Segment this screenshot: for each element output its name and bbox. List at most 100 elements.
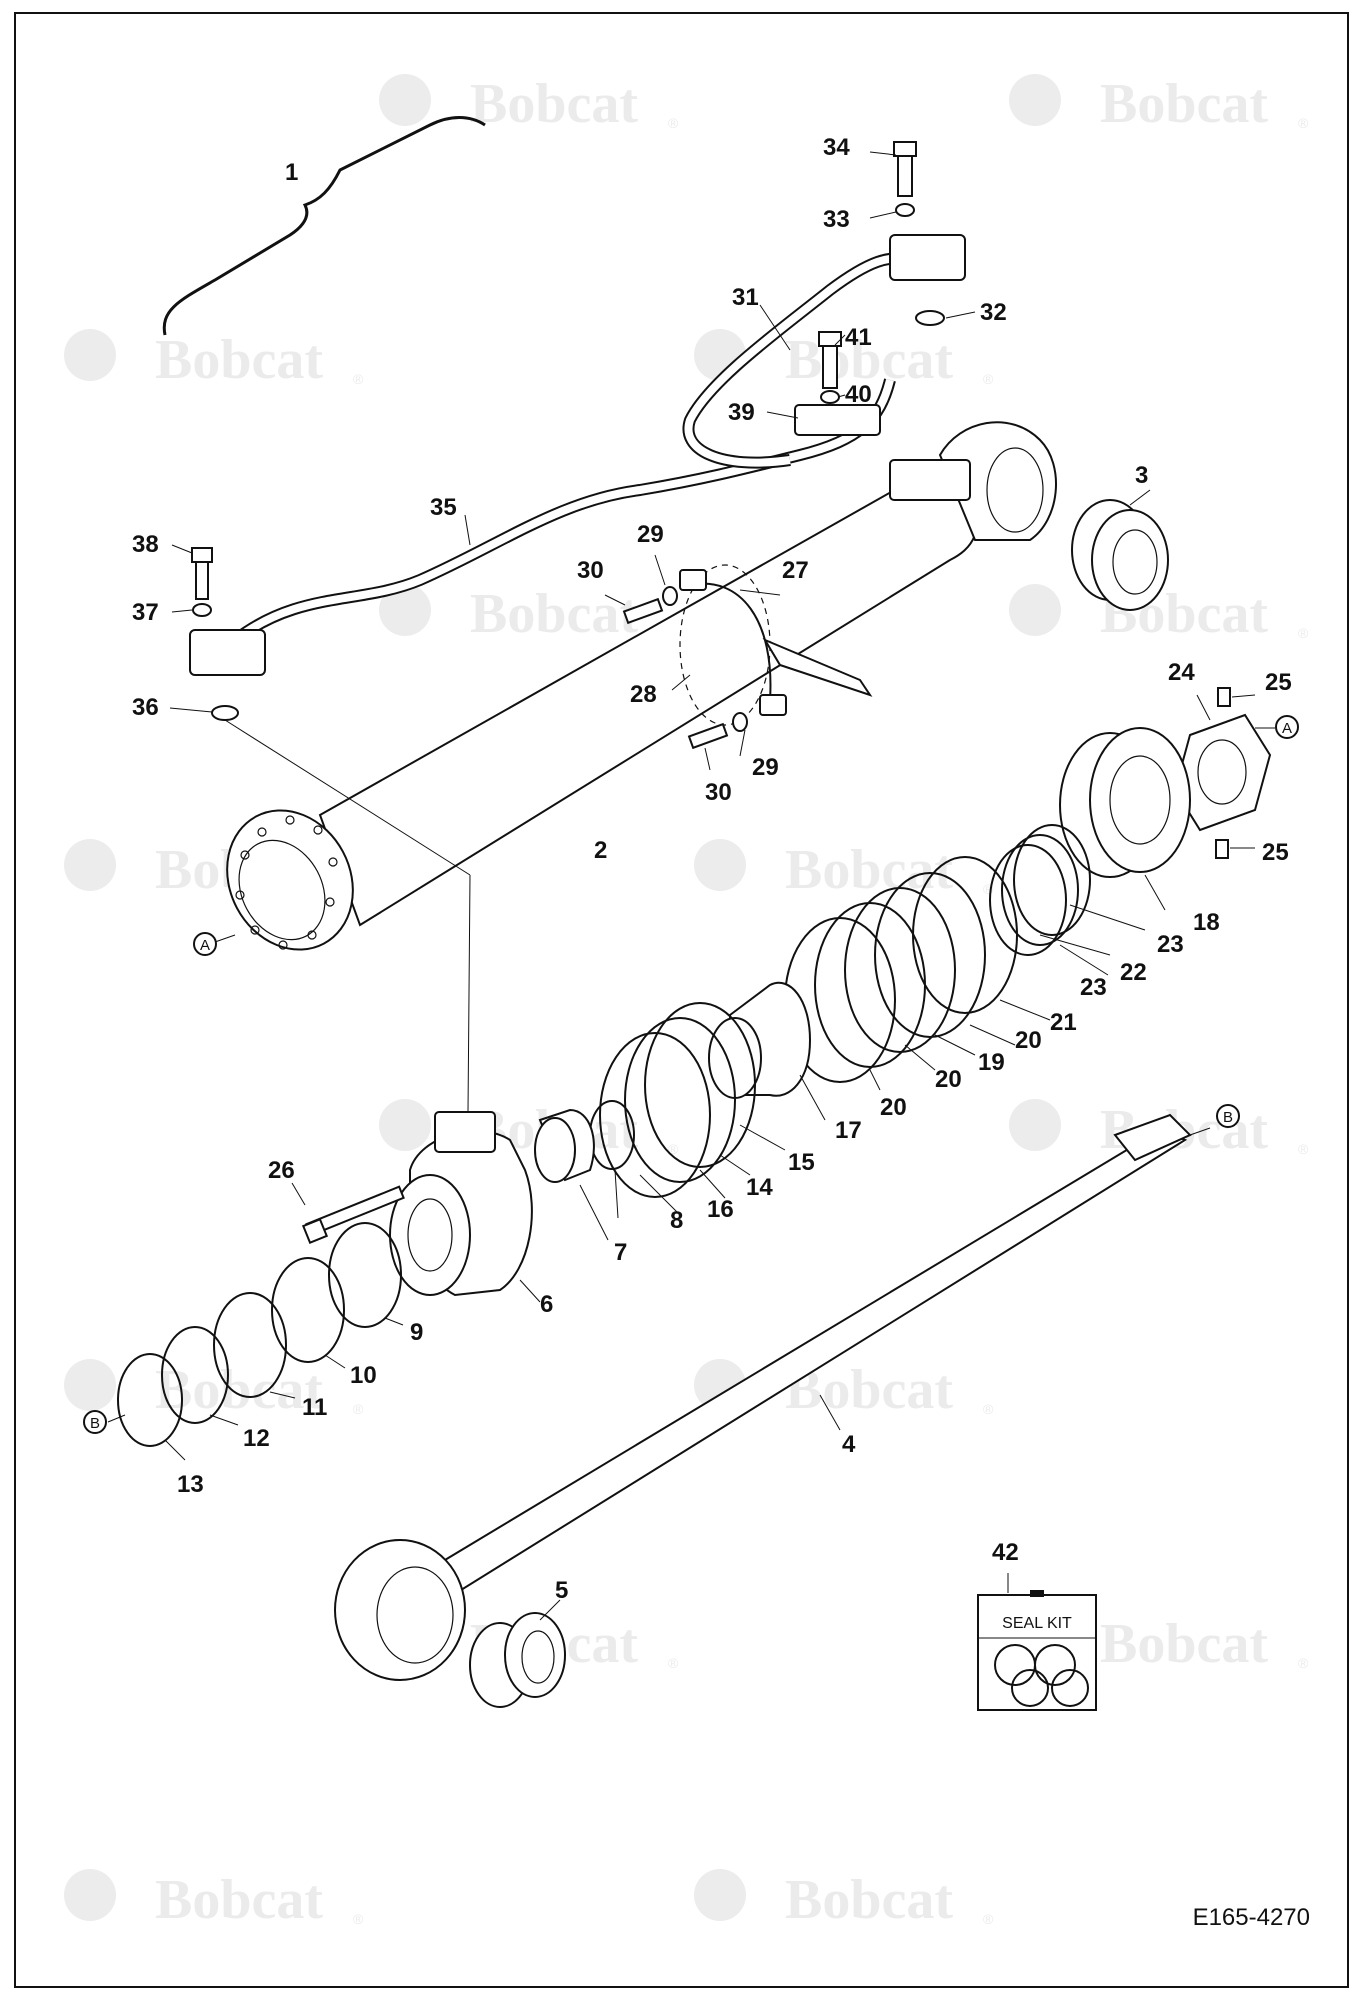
callout-25a: 25 [1265,669,1292,696]
piston-rings-21-23 [784,824,1091,1083]
ring-20a [874,872,986,1038]
callout-4: 4 [842,1431,856,1458]
callout-30a: 30 [577,557,604,584]
callout-37: 37 [132,599,159,626]
watermark-layer: Bobcat® Bobcat® Bobcat® Bobcat® Bobcat® … [64,73,1309,1931]
ring-23b [989,844,1067,956]
barrel-end-bore [238,839,326,941]
flange-bolt-holes [235,815,338,950]
callout-labels: 1 34 33 32 31 41 40 39 35 38 37 36 3 29 … [132,134,1292,1604]
ring-19 [844,887,956,1053]
callout-26: 26 [268,1157,295,1184]
washer-29-bottom [732,712,748,732]
reference-code: E165-4270 [1193,1904,1310,1931]
gland-head-6 [301,1111,533,1297]
bolt-30-top [622,597,664,625]
callout-6: 6 [540,1291,553,1318]
set-screw-25-bottom [1215,839,1229,859]
piston-nut-24 [1173,687,1272,859]
seal-14 [624,1017,736,1183]
connector-a-left: A [193,932,217,956]
svg-text:®: ® [668,115,679,131]
svg-text:B: B [90,1415,100,1432]
callout-29b: 29 [752,754,779,781]
svg-text:®: ® [1298,1141,1309,1157]
svg-text:Bobcat: Bobcat [785,1869,953,1931]
bolt-26-head [301,1217,329,1245]
tube-assembly [189,234,966,676]
callout-10: 10 [350,1362,377,1389]
callout-9: 9 [410,1319,423,1346]
callout-19: 19 [978,1049,1005,1076]
rod-eye [334,1539,466,1681]
seal-15 [644,1002,756,1168]
clamp-ear-bottom [759,694,787,716]
svg-text:Bobcat: Bobcat [785,839,953,901]
svg-text:B: B [1223,1109,1233,1126]
callout-14: 14 [746,1174,773,1201]
bolt-30-bottom [687,722,729,750]
svg-text:®: ® [353,371,364,387]
svg-text:Bobcat: Bobcat [785,329,953,391]
bolt-41-head [818,331,842,347]
svg-text:®: ® [1298,625,1309,641]
seal-16 [599,1032,711,1198]
clamp-27 [622,564,873,750]
callout-12: 12 [243,1425,270,1452]
svg-text:Bobcat: Bobcat [155,1869,323,1931]
clamp-strap [762,637,873,697]
callout-15: 15 [788,1149,815,1176]
watermark-logo: Bobcat® [694,839,994,901]
callout-36: 36 [132,694,159,721]
callout-24: 24 [1168,659,1195,686]
callout-25b: 25 [1262,839,1289,866]
callout-17: 17 [835,1117,862,1144]
callout-30b: 30 [705,779,732,806]
callout-40: 40 [845,381,872,408]
svg-text:Bobcat: Bobcat [155,1359,323,1421]
callout-8: 8 [670,1207,683,1234]
seal-11 [213,1292,287,1398]
svg-text:Bobcat: Bobcat [1100,1613,1268,1675]
svg-text:Bobcat: Bobcat [155,329,323,391]
assembly-brace [162,116,486,336]
bushing-3 [1071,499,1169,611]
ring-23 [1013,824,1091,936]
callout-32: 32 [980,299,1007,326]
barrel-eye-bore [986,447,1044,533]
callout-27: 27 [782,557,809,584]
svg-text:®: ® [668,1655,679,1671]
callout-23b: 23 [1080,974,1107,1001]
svg-text:Bobcat: Bobcat [470,73,638,135]
barrel-end-flange [226,809,354,951]
svg-text:®: ® [1298,1655,1309,1671]
callout-21: 21 [1050,1009,1077,1036]
connector-b-seal: B [83,1410,107,1434]
watermark-logo: Bobcat® [694,329,994,391]
watermark-logo: Bobcat ® [64,329,364,391]
callout-28: 28 [630,681,657,708]
callout-35: 35 [430,494,457,521]
callout-33: 33 [823,206,850,233]
svg-text:®: ® [1298,115,1309,131]
gland-seals-14-16 [534,1002,756,1198]
ring-22 [1001,834,1079,946]
o-ring-36 [211,705,239,721]
bolt-41 [822,339,838,389]
spacer-17 [708,982,812,1099]
flange-block-left [189,629,266,676]
seal-9 [328,1222,402,1328]
connector-markers: A A B B [83,715,1299,1434]
callout-16: 16 [707,1196,734,1223]
svg-text:A: A [1282,720,1292,737]
callout-1: 1 [285,159,298,186]
watermark-logo: Bobcat® [694,1359,994,1421]
tube-clamp-39 [794,404,881,436]
callout-20a: 20 [1015,1027,1042,1054]
bolt-34-head [893,141,917,157]
rod-seals-9-13 [117,1222,402,1447]
svg-text:®: ® [983,1401,994,1417]
svg-text:®: ® [668,1141,679,1157]
connector-b-rod: B [1216,1104,1240,1128]
